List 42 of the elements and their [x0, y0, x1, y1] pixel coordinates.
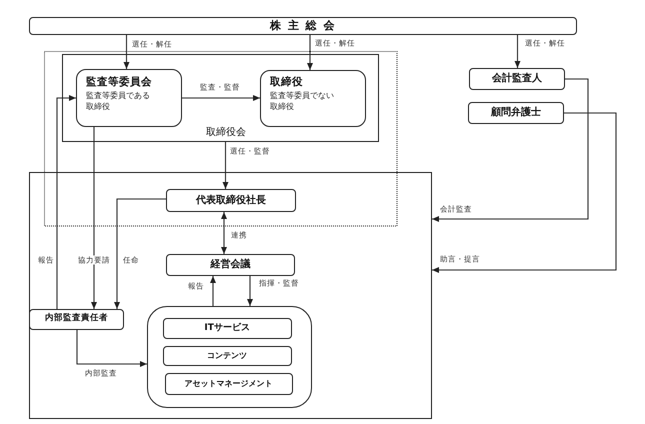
- arrow: [307, 35, 313, 70]
- rounded-box: [468, 102, 564, 124]
- arrow: [91, 127, 97, 309]
- node-description: 監査等委員でない取締役: [270, 90, 335, 113]
- header-bar: [29, 17, 577, 35]
- node-label: 顧問弁護士: [491, 107, 541, 119]
- rounded-box: [469, 68, 565, 90]
- arrow: [222, 142, 228, 189]
- arrow: [114, 198, 166, 309]
- rounded-frame: [146, 306, 312, 408]
- arrow: [182, 95, 260, 101]
- double-arrow: [221, 212, 227, 254]
- arrow: [56, 95, 76, 309]
- rounded-box: [162, 318, 292, 339]
- node-title: 取締役: [270, 76, 303, 89]
- rounded-box: [76, 68, 182, 127]
- node-title: 監査等委員会: [86, 76, 152, 89]
- arrow: [124, 35, 130, 69]
- node-label: 代表取締役社長: [196, 194, 266, 206]
- rounded-box: [164, 372, 293, 395]
- group-title: 取締役会: [206, 126, 246, 139]
- node-description: 監査等委員である取締役: [86, 90, 151, 113]
- arrow: [247, 276, 253, 306]
- node-label: アセットマネージメント: [184, 379, 273, 388]
- rounded-box: [162, 346, 292, 366]
- arrow: [210, 276, 216, 306]
- arrow: [432, 112, 617, 273]
- rounded-box: [166, 254, 295, 276]
- arrow: [76, 330, 147, 367]
- node-label: 経営会議: [210, 259, 250, 271]
- arrow: [514, 35, 520, 68]
- rounded-box: [260, 70, 366, 127]
- frame-box: [29, 172, 432, 419]
- rounded-box: [28, 308, 124, 330]
- node-label: 株 主 総 会: [270, 20, 336, 32]
- arrow: [432, 78, 589, 222]
- frame-box: [62, 54, 379, 142]
- node-label: ITサービス: [204, 322, 250, 334]
- node-label: 内部監査責任者: [44, 314, 108, 324]
- rounded-box: [166, 188, 296, 212]
- node-label: コンテンツ: [207, 351, 248, 360]
- node-label: 会計監査人: [492, 73, 542, 85]
